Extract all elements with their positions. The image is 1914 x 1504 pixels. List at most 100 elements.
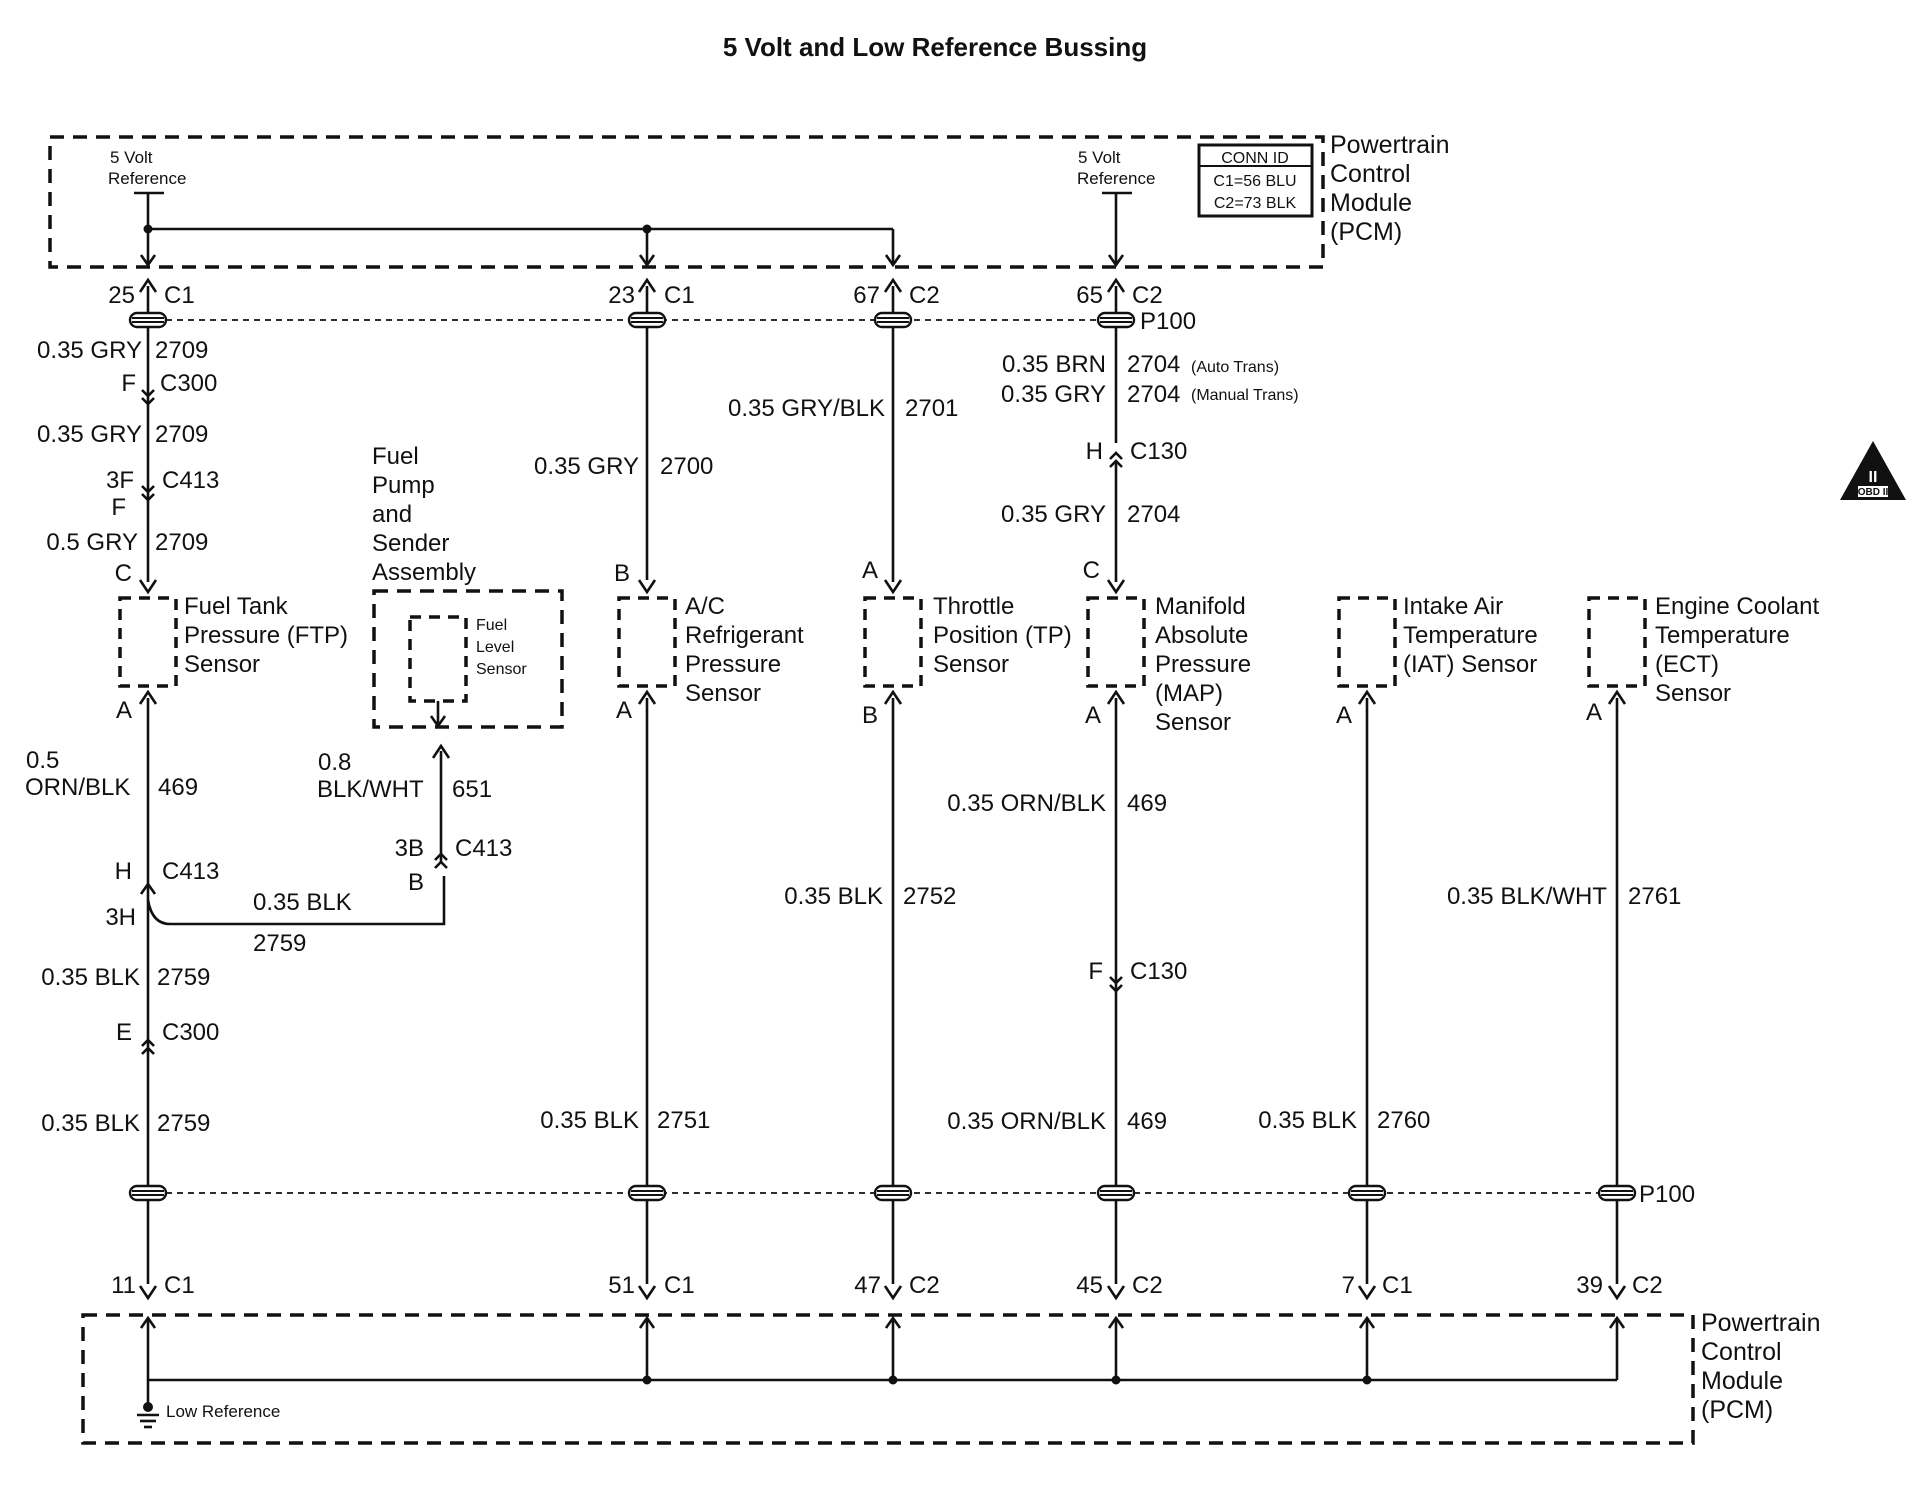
map-w2-color: 0.35 GRY (1001, 501, 1106, 528)
ftp-w2-color: 0.35 GRY (37, 421, 142, 448)
ftp-name-1: Fuel Tank (184, 593, 289, 620)
tp-pin-bot: B (862, 702, 878, 729)
ac-w1-color: 0.35 GRY (534, 453, 639, 480)
iat-name-3: (IAT) Sensor (1403, 651, 1537, 678)
pcm-bottom-label-2: Control (1701, 1338, 1782, 1366)
conn-id-c2: C2=73 BLK (1214, 195, 1297, 212)
tp-w1-color: 0.35 GRY/BLK (728, 395, 885, 422)
ftp-w4-color1: 0.5 (26, 747, 59, 774)
ftp-w5-color: 0.35 BLK (41, 964, 140, 991)
low-reference-label: Low Reference (166, 1402, 280, 1421)
fuel-level-2: Level (476, 639, 514, 656)
fuel-pump-c413-pin1: 3B (395, 835, 424, 862)
fuel-pump-circuit: Fuel Pump and Sender Assembly Fuel Level… (253, 443, 564, 957)
map-w4-circuit: 469 (1127, 1108, 1167, 1135)
conn-id-table: CONN ID C1=56 BLU C2=73 BLK (1197, 143, 1314, 218)
ftp-c413-bot-pin1: H (115, 858, 132, 885)
map-w1b-color: 0.35 GRY (1001, 381, 1106, 408)
ftp-name-3: Sensor (184, 651, 260, 678)
conn-id-c1: C1=56 BLU (1213, 173, 1296, 190)
map-name-5: Sensor (1155, 709, 1231, 736)
ect-name-1: Engine Coolant (1655, 593, 1819, 620)
diagram-title: 5 Volt and Low Reference Bussing (723, 32, 1147, 62)
tp-name-1: Throttle (933, 593, 1014, 620)
map-w3-color: 0.35 ORN/BLK (947, 790, 1106, 817)
ground-icon (137, 1402, 159, 1429)
ref-left-2: Reference (108, 169, 186, 188)
top-pin-23-conn: C1 (664, 282, 695, 309)
splice-bottom-label: P100 (1639, 1181, 1695, 1208)
map-w1a-note: (Auto Trans) (1191, 359, 1279, 376)
top-pin-67: 67 (853, 282, 880, 309)
map-name-4: (MAP) (1155, 680, 1223, 707)
ac-pin-bot: A (616, 697, 632, 724)
ftp-w4-circuit: 469 (158, 774, 198, 801)
iat-name-1: Intake Air (1403, 593, 1503, 620)
ac-pin-top: B (614, 560, 630, 587)
ect-name-3: (ECT) (1655, 651, 1719, 678)
splice-top: P100 (128, 286, 1196, 582)
ftp-w2-circuit: 2709 (155, 421, 208, 448)
top-pin-25-conn: C1 (164, 282, 195, 309)
map-pin-bot: A (1085, 702, 1101, 729)
fuel-pump-w1-circuit: 651 (452, 776, 492, 803)
ftp-c300-pin: F (121, 370, 136, 397)
bottom-pin-7-conn: C1 (1382, 1272, 1413, 1299)
tp-name-3: Sensor (933, 651, 1009, 678)
ftp-c413-pin1: 3F (106, 467, 134, 494)
iat-name-2: Temperature (1403, 622, 1538, 649)
ac-circuit: 0.35 GRY 2700 B A/C Refrigerant Pressure… (534, 453, 804, 1284)
fuel-pump-c413-pin2: B (408, 869, 424, 896)
fuel-pump-w2-color: 0.35 BLK (253, 889, 352, 916)
ac-w2-circuit: 2751 (657, 1107, 710, 1134)
map-c130-top-conn: C130 (1130, 438, 1187, 465)
map-w2-circuit: 2704 (1127, 501, 1180, 528)
ftp-c413-bot-conn: C413 (162, 858, 219, 885)
ac-name-4: Sensor (685, 680, 761, 707)
pcm-bottom-label-4: (PCM) (1701, 1396, 1773, 1424)
ftp-c413-pin2: F (111, 494, 126, 521)
bottom-pin-47: 47 (854, 1272, 881, 1299)
ref-right-1: 5 Volt (1078, 148, 1121, 167)
pcm-top-label-1: Powertrain (1330, 131, 1450, 159)
pcm-top-label-2: Control (1330, 160, 1411, 188)
bottom-pin-7: 7 (1342, 1272, 1355, 1299)
ftp-pin-c: C (115, 560, 132, 587)
map-c130-bot-conn: C130 (1130, 958, 1187, 985)
splice-bottom: P100 (128, 1181, 1695, 1208)
bottom-pin-39: 39 (1576, 1272, 1603, 1299)
ftp-w4-color2: ORN/BLK (25, 774, 130, 801)
pcm-top: Powertrain Control Module (PCM) 5 Volt R… (48, 131, 1450, 269)
bottom-pin-45: 45 (1076, 1272, 1103, 1299)
map-w1b-circuit: 2704 (1127, 381, 1180, 408)
ftp-w5-circuit: 2759 (157, 964, 210, 991)
ac-w2-color: 0.35 BLK (540, 1107, 639, 1134)
obd-badge-text: OBD II (1858, 487, 1889, 498)
ac-name-2: Refrigerant (685, 622, 804, 649)
bottom-pin-39-conn: C2 (1632, 1272, 1663, 1299)
ftp-c300-bot-conn: C300 (162, 1019, 219, 1046)
ftp-name-2: Pressure (FTP) (184, 622, 348, 649)
bottom-pin-45-conn: C2 (1132, 1272, 1163, 1299)
ftp-w1-color: 0.35 GRY (37, 337, 142, 364)
ftp-c413-conn: C413 (162, 467, 219, 494)
tp-name-2: Position (TP) (933, 622, 1072, 649)
fuel-pump-w1-color2: BLK/WHT (317, 776, 424, 803)
fuel-pump-name-4: Sender (372, 530, 449, 557)
top-pin-25: 25 (108, 282, 135, 309)
fuel-pump-c413-conn: C413 (455, 835, 512, 862)
ftp-w3-color: 0.5 GRY (46, 529, 138, 556)
ect-name-4: Sensor (1655, 680, 1731, 707)
tp-circuit: 0.35 GRY/BLK 2701 A Throttle Position (T… (728, 395, 1072, 1284)
top-pin-65-conn: C2 (1132, 282, 1163, 309)
top-pin-65: 65 (1076, 282, 1103, 309)
top-pin-67-conn: C2 (909, 282, 940, 309)
ect-circuit: Engine Coolant Temperature (ECT) Sensor … (1447, 593, 1819, 1284)
fuel-pump-name-3: and (372, 501, 412, 528)
ect-w1-color: 0.35 BLK/WHT (1447, 883, 1607, 910)
ect-w1-circuit: 2761 (1628, 883, 1681, 910)
map-pin-top: C (1083, 557, 1100, 584)
iat-w1-color: 0.35 BLK (1258, 1107, 1357, 1134)
fuel-pump-name-5: Assembly (372, 559, 476, 586)
fuel-pump-w2-circuit: 2759 (253, 930, 306, 957)
